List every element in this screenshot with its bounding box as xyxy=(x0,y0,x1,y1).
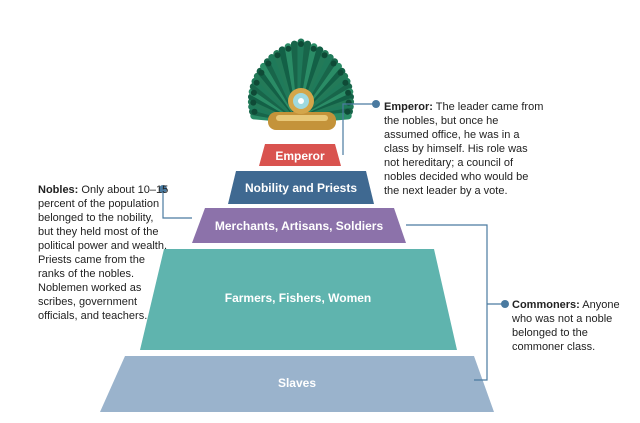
feather-tip xyxy=(330,60,337,67)
feather-tip xyxy=(345,89,352,96)
tier-merchants-artisans-soldiers-label: Merchants, Artisans, Soldiers xyxy=(215,219,384,233)
feather-tip xyxy=(274,52,281,59)
tier-emperor xyxy=(259,144,341,166)
emperor-note: Emperor: The leader came from the nobles… xyxy=(384,100,544,198)
feather-tip xyxy=(250,89,257,96)
commoners-note: Commoners: Anyone who was not a noble be… xyxy=(512,298,624,354)
commoners-connector-dot xyxy=(501,300,509,308)
connector-dots xyxy=(159,100,509,308)
emperor-note-text: The leader came from the nobles, but onc… xyxy=(384,101,544,197)
commoners-note-term: Commoners: xyxy=(512,299,580,311)
nobles-connector-dot xyxy=(159,185,167,193)
feather-tip xyxy=(285,45,292,52)
tier-nobility-priests xyxy=(228,171,374,204)
feather-tip xyxy=(250,99,257,106)
headdress-medallion-center xyxy=(298,98,304,104)
emperor-note-term: Emperor: xyxy=(384,101,433,113)
feather-tip xyxy=(265,60,272,67)
feather-headdress-icon xyxy=(247,38,355,130)
tier-farmers-fishers-women-label: Farmers, Fishers, Women xyxy=(225,291,372,305)
feather-tip xyxy=(258,69,265,76)
feather-tip xyxy=(251,108,258,115)
feather-tip xyxy=(321,52,328,59)
commoners-note-text: Anyone who was not a noble belonged to t… xyxy=(512,299,620,353)
tier-emperor-label: Emperor xyxy=(275,149,325,163)
emperor-connector-dot xyxy=(372,100,380,108)
headdress-band-highlight xyxy=(276,115,328,121)
feather-tip xyxy=(345,99,352,106)
nobles-note-term: Nobles: xyxy=(38,184,79,196)
nobles-note-text: Only about 10–15 percent of the populati… xyxy=(38,184,169,322)
feather-tip xyxy=(253,79,260,86)
tier-slaves-label: Slaves xyxy=(278,376,316,390)
nobles-connector xyxy=(162,192,192,219)
tier-merchants-artisans-soldiers xyxy=(192,208,406,243)
emperor-connector xyxy=(342,103,376,155)
feather-tip xyxy=(310,45,317,52)
nobles-note: Nobles: Only about 10–15 percent of the … xyxy=(38,183,170,323)
feather-tip xyxy=(337,69,344,76)
tier-nobility-priests-label: Nobility and Priests xyxy=(245,181,357,195)
commoners-connector xyxy=(406,224,488,381)
feather-tip xyxy=(344,108,351,115)
tier-farmers-fishers-women xyxy=(140,249,457,350)
feather-tip xyxy=(342,79,349,86)
feather-tip xyxy=(298,41,304,47)
tier-slaves xyxy=(100,356,494,412)
